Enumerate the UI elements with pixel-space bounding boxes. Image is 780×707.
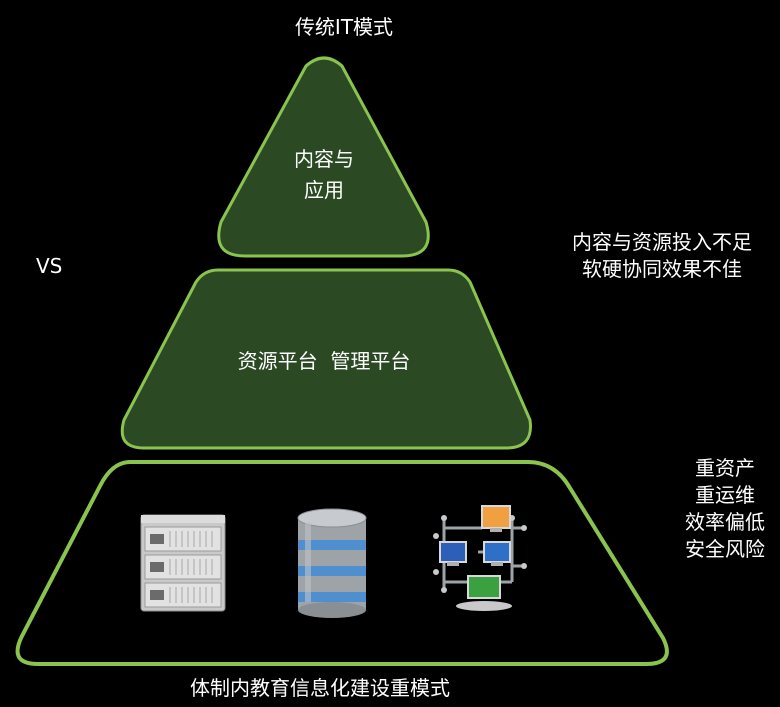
lower-annotation-line: 安全风险 [685,537,765,561]
bottom-title: 体制内教育信息化建设重模式 [190,676,450,700]
server-rack-icon [140,514,226,612]
upper-annotation: 内容与资源投入不足 软硬协同效果不佳 [552,229,772,283]
upper-annotation-line: 软硬协同效果不佳 [582,257,742,281]
lower-annotation-line: 效率偏低 [685,510,765,534]
lower-annotation-line: 重资产 [695,456,755,480]
top-tier-label-line1: 内容与 [294,147,354,171]
database-icon [297,508,367,618]
top-title: 传统IT模式 [294,15,394,39]
lower-annotation-line: 重运维 [695,483,755,507]
lower-annotation: 重资产 重运维 效率偏低 安全风险 [670,455,780,563]
vs-label: VS [36,254,63,278]
middle-tier-label: 资源平台 管理平台 [237,349,411,373]
top-tier-label-line2: 应用 [304,178,344,202]
network-topology-icon [433,505,527,611]
middle-tier-shape [120,268,532,450]
top-tier-shape [217,56,430,258]
upper-annotation-line: 内容与资源投入不足 [572,230,752,254]
